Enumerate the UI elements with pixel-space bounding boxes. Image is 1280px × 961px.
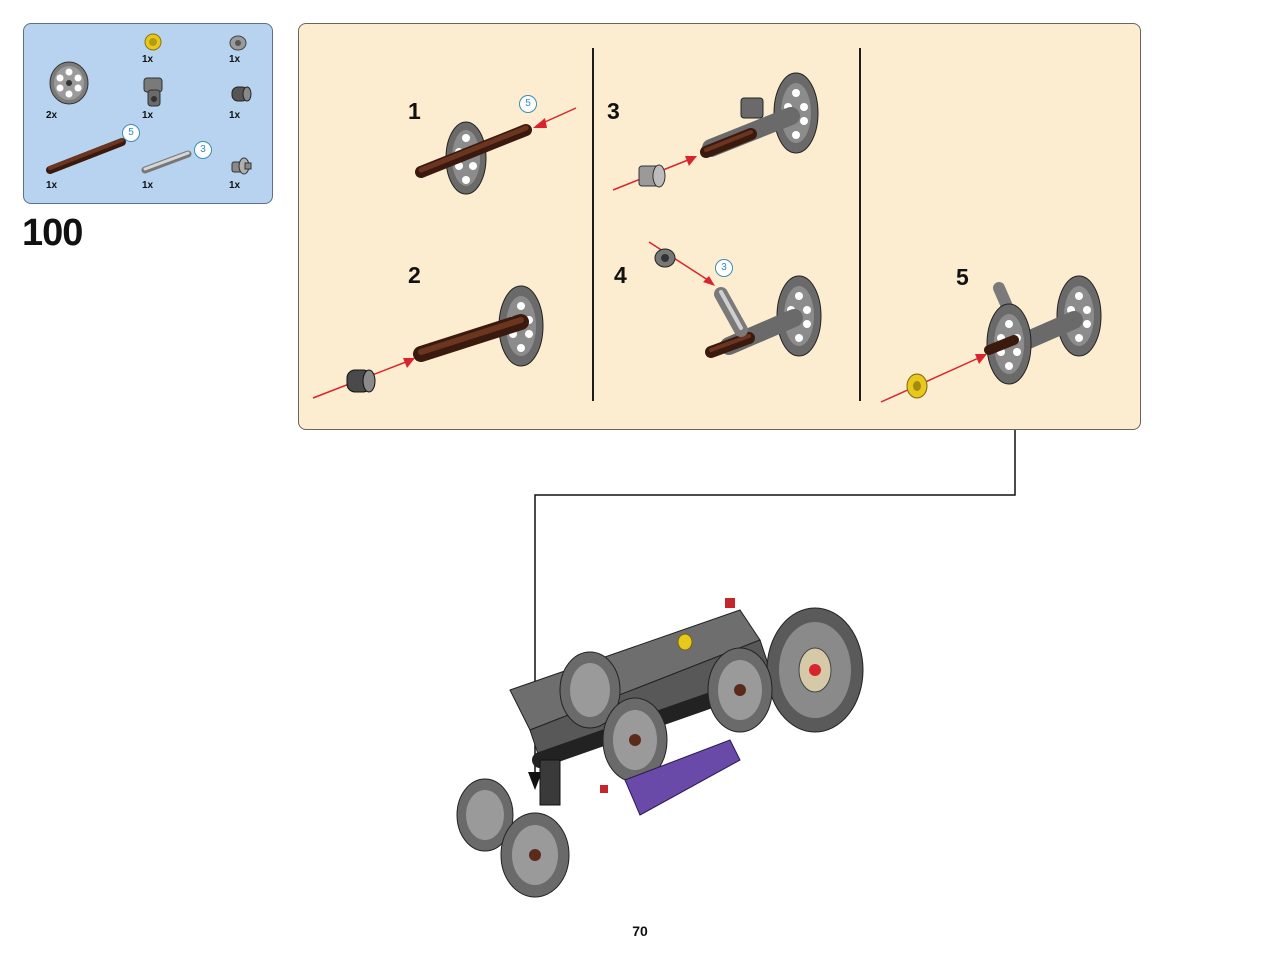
dark-bush-icon — [231, 86, 252, 102]
brown-axle-icon — [46, 138, 126, 174]
gray-axle-icon — [141, 150, 192, 174]
page-number: 70 — [632, 923, 648, 939]
axle-length-3-label: 3 — [194, 141, 212, 159]
qty-dark-bush: 1x — [229, 110, 241, 121]
substep-4-callout: 3 — [715, 259, 733, 277]
qty-brown-axle: 1x — [46, 180, 58, 191]
substep-1-number: 1 — [408, 98, 421, 124]
substep-3-number: 3 — [607, 98, 620, 124]
qty-wheel-hub: 2x — [46, 110, 58, 121]
substep-1-callout: 5 — [519, 95, 537, 113]
sub-assembly-panel: 1 2 3 4 5 5 3 — [298, 23, 1141, 430]
substep-2-number: 2 — [408, 262, 421, 288]
axle-length-5-label: 5 — [122, 124, 140, 142]
wheel-hub-icon — [49, 61, 89, 105]
qty-gray-axle: 1x — [142, 180, 154, 191]
qty-axle-pin: 1x — [229, 180, 241, 191]
substep-5-number: 5 — [956, 264, 969, 290]
axle-connector-icon — [143, 77, 163, 107]
axle-pin-icon — [231, 157, 252, 175]
substep-2-illustration — [312, 285, 544, 399]
divider-1 — [592, 48, 594, 401]
substep-5-illustration — [880, 275, 1102, 403]
substep-4-number: 4 — [614, 262, 627, 288]
parts-list-box: 2x 1x 1x 1x 1x 5 1x 3 1x 1x — [23, 23, 273, 204]
substep-1-illustration — [415, 107, 577, 195]
divider-2 — [859, 48, 861, 401]
half-bush-icon — [229, 35, 247, 51]
yellow-bushing-icon — [144, 33, 162, 51]
qty-axle-connector: 1x — [142, 110, 154, 121]
substep-3-illustration — [612, 72, 819, 191]
qty-half-bush: 1x — [229, 54, 241, 65]
step-number: 100 — [22, 212, 83, 254]
qty-yellow-bushing: 1x — [142, 54, 154, 65]
main-model-illustration — [456, 598, 864, 898]
substep-4-illustration — [648, 241, 822, 358]
